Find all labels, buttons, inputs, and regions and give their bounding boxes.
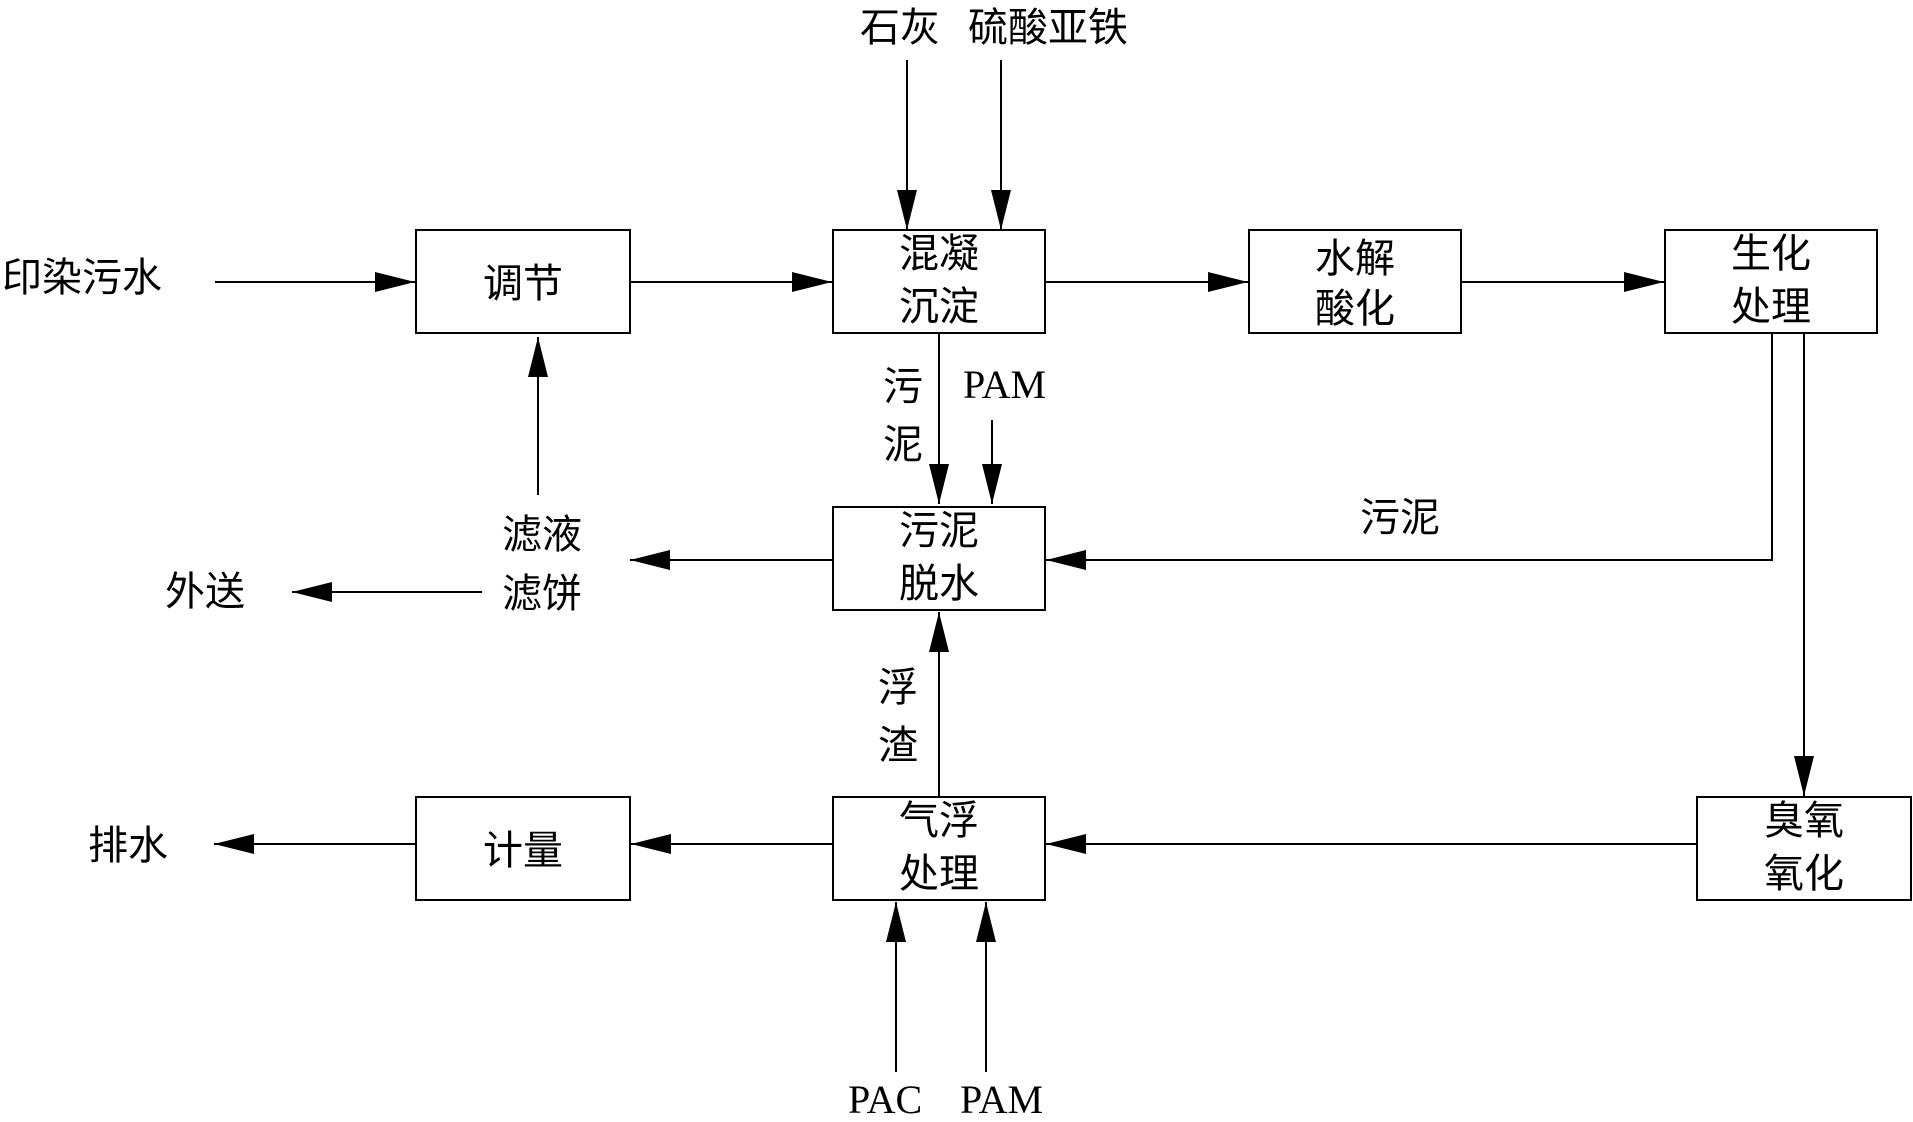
sludge-dewatering-box: 污泥 脱水 xyxy=(832,506,1046,611)
flotation-label-line1: 气浮 xyxy=(899,798,979,844)
sludge-vertical-label: 污 泥 xyxy=(883,364,923,468)
hydrolysis-label-line1: 水解 xyxy=(1315,236,1395,282)
filtrate-label: 滤液 xyxy=(502,512,582,558)
coagulation-label-line2: 沉淀 xyxy=(899,284,979,330)
pac-input-label: PAC xyxy=(848,1077,923,1122)
discharge-label: 排水 xyxy=(88,823,168,869)
lime-input-label: 石灰 xyxy=(860,5,940,51)
metering-box: 计量 xyxy=(415,796,631,901)
hydrolysis-acidification-box: 水解 酸化 xyxy=(1248,229,1462,334)
biochemical-label-line1: 生化 xyxy=(1731,231,1811,277)
biochemical-label-line2: 处理 xyxy=(1731,284,1811,330)
hydrolysis-label-line2: 酸化 xyxy=(1315,286,1395,332)
coagulation-sedimentation-box: 混凝 沉淀 xyxy=(832,229,1046,334)
wastewater-input-label: 印染污水 xyxy=(2,255,162,301)
ozone-label-line2: 氧化 xyxy=(1764,851,1844,897)
filter-cake-label: 滤饼 xyxy=(502,571,582,617)
flotation-label-line2: 处理 xyxy=(899,851,979,897)
coagulation-label-line1: 混凝 xyxy=(899,231,979,277)
adjust-label: 调节 xyxy=(483,261,563,307)
sludge-return-label: 污泥 xyxy=(1360,495,1440,541)
export-label: 外送 xyxy=(165,569,245,615)
adjust-box: 调节 xyxy=(415,229,631,334)
ferrous-sulfate-input-label: 硫酸亚铁 xyxy=(968,5,1128,51)
biochemical-treatment-box: 生化 处理 xyxy=(1664,229,1878,334)
pam-dewater-input-label: PAM xyxy=(963,362,1047,407)
sludge-dewatering-label-line2: 脱水 xyxy=(899,561,979,607)
ozone-label-line1: 臭氧 xyxy=(1764,798,1844,844)
pam-flotation-input-label: PAM xyxy=(960,1077,1044,1122)
air-flotation-box: 气浮 处理 xyxy=(832,796,1046,901)
scum-vertical-label: 浮 渣 xyxy=(878,665,918,769)
arrow-biochemical-sludge-to-dewater xyxy=(1046,334,1773,570)
metering-label: 计量 xyxy=(483,828,563,874)
sludge-dewatering-label-line1: 污泥 xyxy=(899,508,979,554)
ozone-oxidation-box: 臭氧 氧化 xyxy=(1696,796,1912,901)
